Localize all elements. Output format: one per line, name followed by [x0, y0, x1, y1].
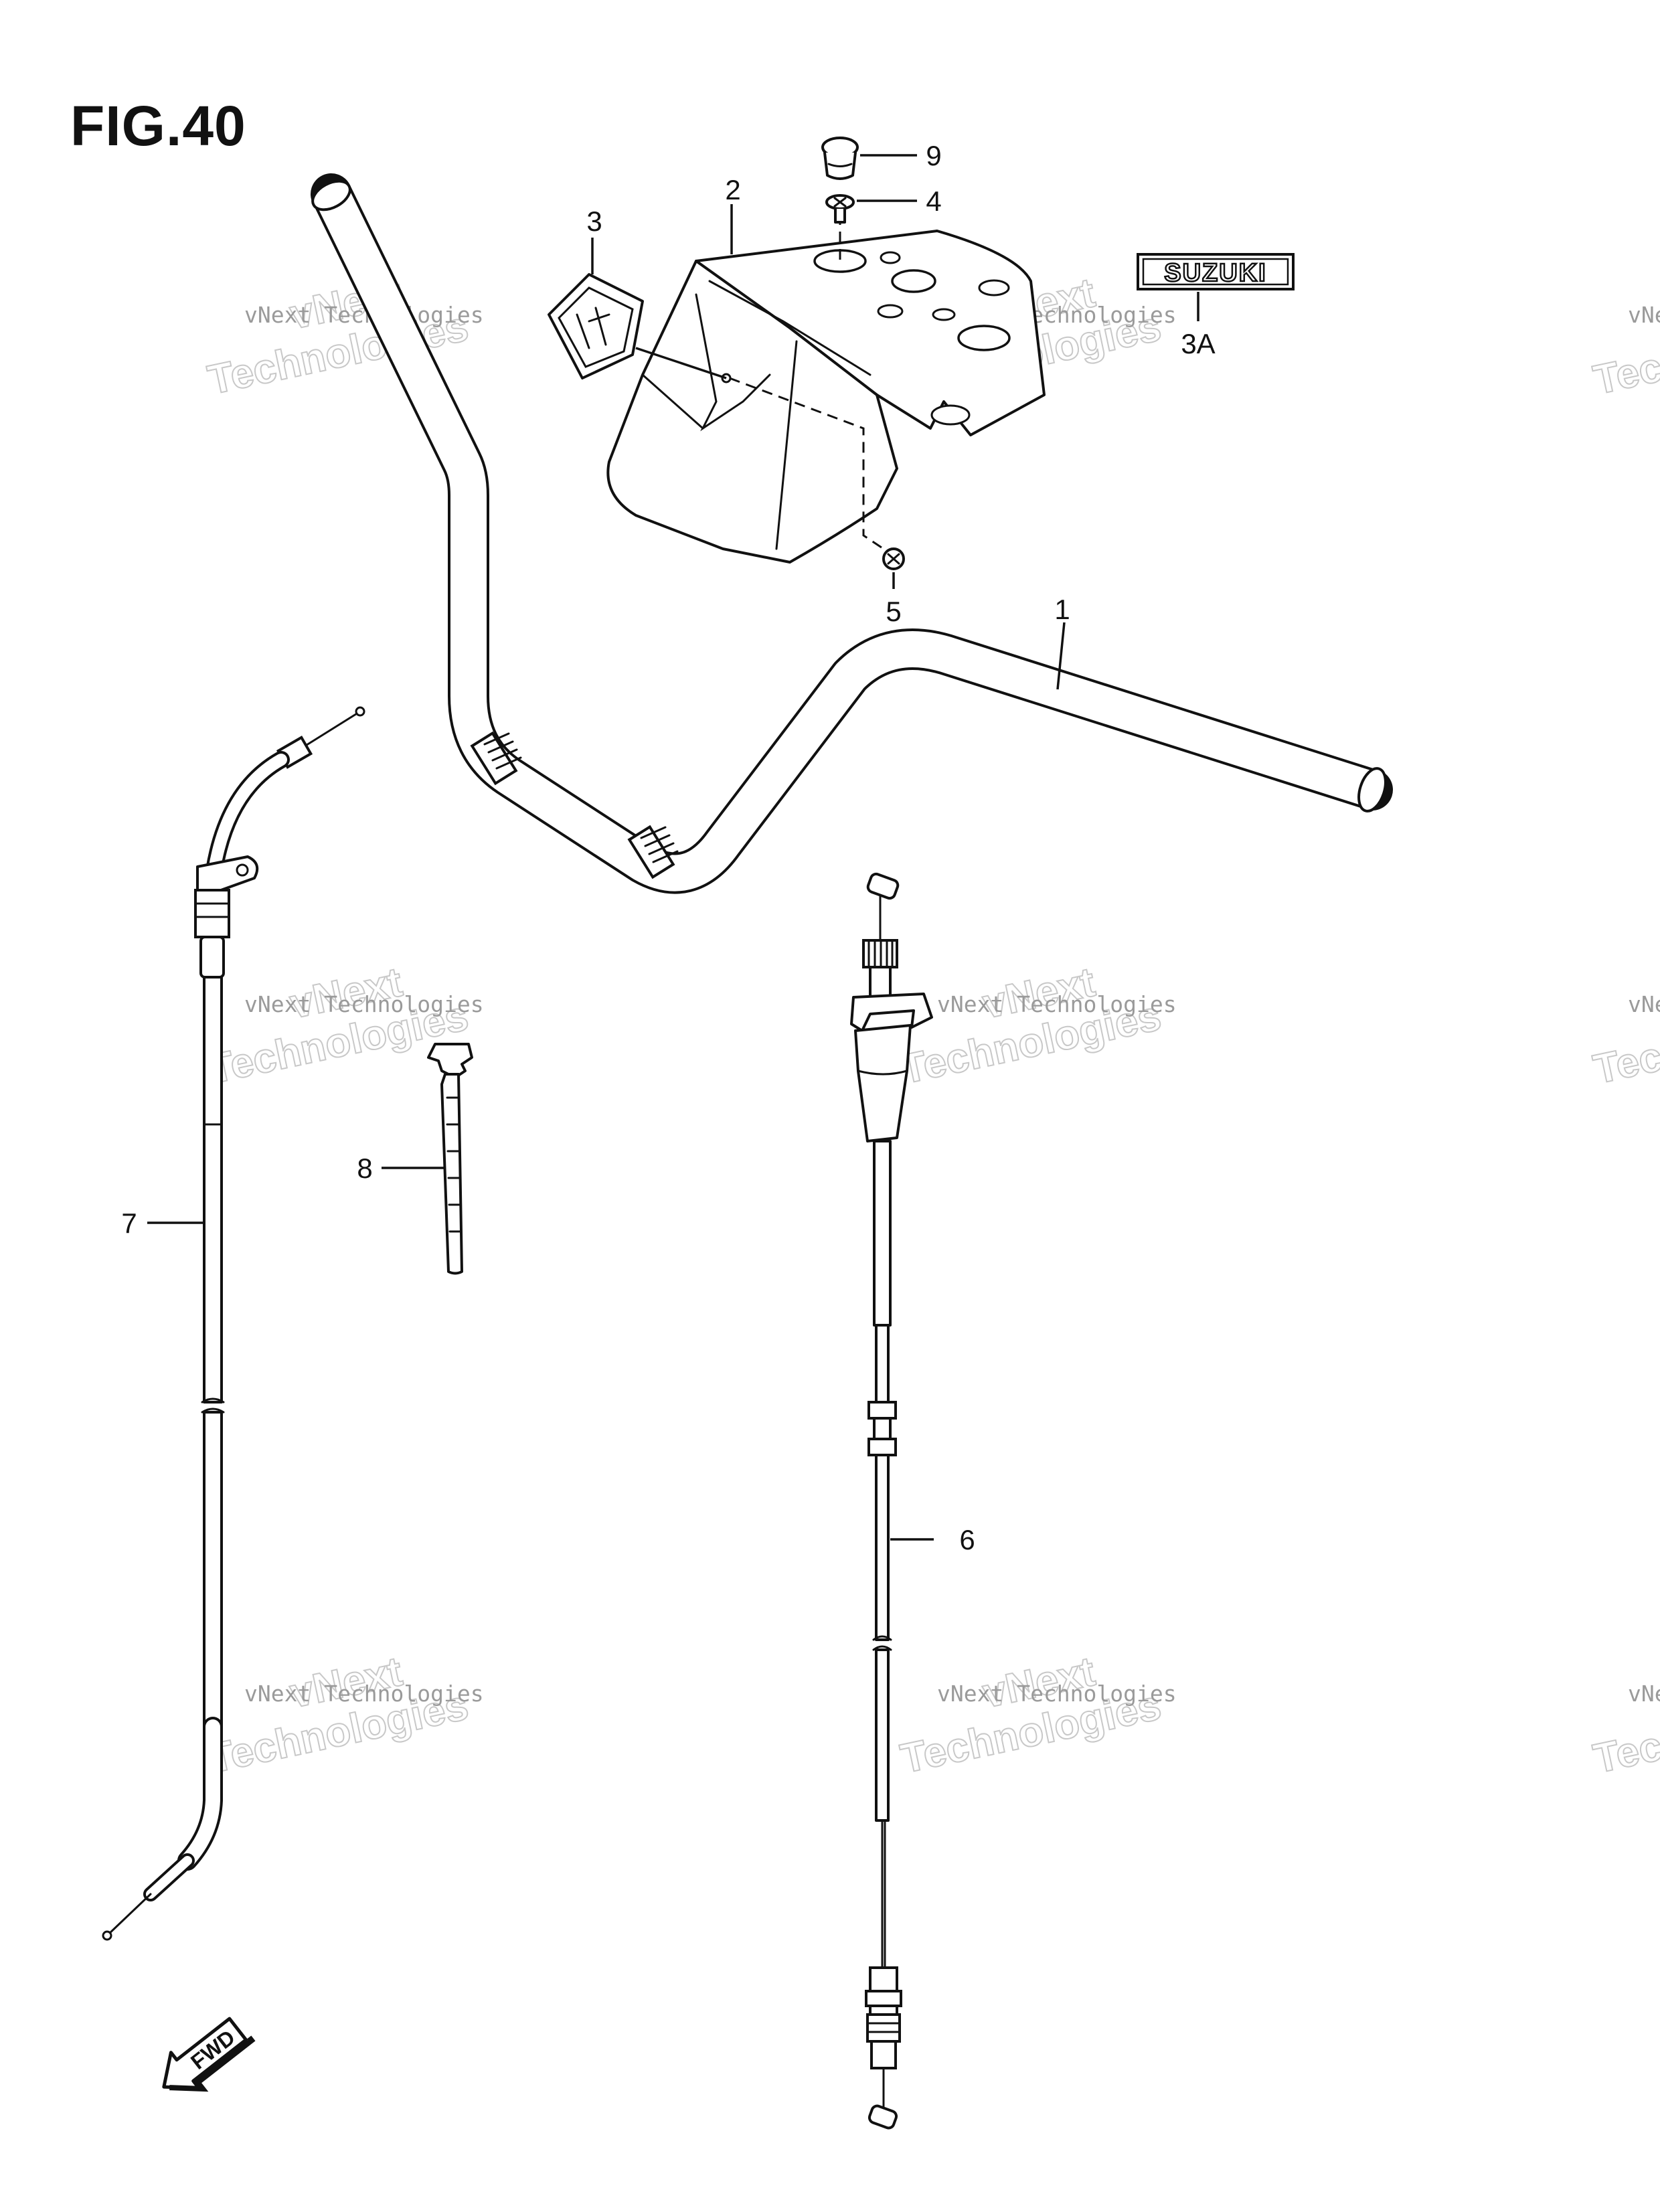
callout-3: 3 [586, 205, 602, 237]
emblem-icon[interactable] [548, 273, 644, 379]
callout-3a: 3A [1181, 328, 1215, 359]
watermark: vNext Technologies [203, 1648, 473, 1783]
watermark-caption: vNext Technologies [244, 1681, 484, 1707]
callout-9: 9 [926, 140, 941, 171]
emblem-leader-line [635, 347, 727, 379]
cover-icon[interactable] [606, 230, 1046, 564]
brake-cable-icon[interactable] [102, 706, 365, 1941]
callout-8: 8 [357, 1153, 372, 1184]
figure-title: FIG.40 [70, 94, 246, 157]
watermark-caption: vNext Technologies [937, 991, 1177, 1017]
watermark-caption: vNext Technologies [937, 1681, 1177, 1707]
screw-icon[interactable] [825, 194, 855, 224]
watermark-caption: vNext Technologies [244, 991, 484, 1017]
callout-labels: 1 2 3 3A 4 5 6 7 8 9 [121, 140, 1215, 1555]
callout-6: 6 [959, 1524, 975, 1555]
watermark-caption: vNext Technologies [1628, 991, 1660, 1017]
leader-lines [147, 154, 1199, 1541]
watermark: vNext Technologies [203, 958, 473, 1094]
suzuki-emblem-icon[interactable]: SUZUKI [1137, 253, 1295, 290]
fwd-arrow-icon: FWD [162, 2017, 256, 2092]
watermark-caption: vNext Technologies [1628, 1681, 1660, 1707]
callout-4: 4 [926, 185, 941, 217]
callout-5: 5 [886, 596, 901, 627]
watermark-caption: vNext Technologies [1628, 302, 1660, 328]
knurl-ring-right [627, 825, 679, 879]
callout-2: 2 [725, 174, 740, 205]
handlebar-icon[interactable] [308, 173, 1393, 894]
fastening-dashed-line [729, 377, 884, 550]
nut-icon[interactable] [882, 547, 905, 570]
callout-1: 1 [1054, 594, 1070, 625]
watermark: vNext Technologies [896, 1648, 1166, 1783]
suzuki-emblem-text: SUZUKI [1164, 259, 1266, 287]
cable-tie-icon[interactable] [427, 1043, 473, 1275]
knurl-ring-left [470, 731, 522, 786]
throttle-cable-icon[interactable] [850, 872, 933, 2130]
cap-icon[interactable] [821, 137, 859, 180]
callout-7: 7 [121, 1207, 137, 1239]
